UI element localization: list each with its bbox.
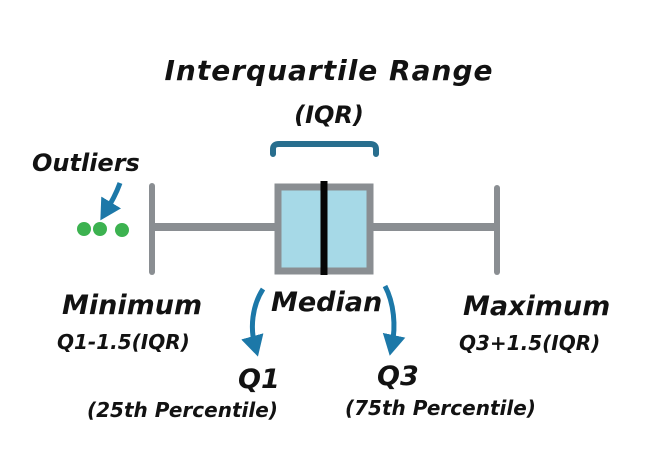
- minimum-label: Minimum: [62, 290, 203, 321]
- outlier-dot-icon: [77, 222, 91, 236]
- q1-label: Q1: [238, 364, 280, 395]
- q3-percentile-label: (75th Percentile): [345, 396, 536, 420]
- diagram-title: Interquartile Range: [164, 54, 494, 87]
- minimum-formula-label: Q1-1.5(IQR): [57, 330, 190, 354]
- iqr-abbreviation-label: (IQR): [294, 101, 364, 129]
- q1-percentile-label: (25th Percentile): [87, 398, 278, 422]
- outlier-arrow-icon: [100, 182, 123, 221]
- outliers-label: Outliers: [32, 149, 140, 177]
- outlier-dot-icon: [115, 223, 129, 237]
- iqr-bracket-icon: [270, 141, 379, 157]
- q3-arrow-icon: [382, 284, 406, 356]
- q1-arrow-icon: [241, 287, 266, 357]
- maximum-formula-label: Q3+1.5(IQR): [459, 331, 601, 355]
- outlier-dot-icon: [93, 222, 107, 236]
- maximum-label: Maximum: [463, 291, 611, 322]
- median-label: Median: [271, 287, 383, 318]
- q3-label: Q3: [377, 361, 419, 392]
